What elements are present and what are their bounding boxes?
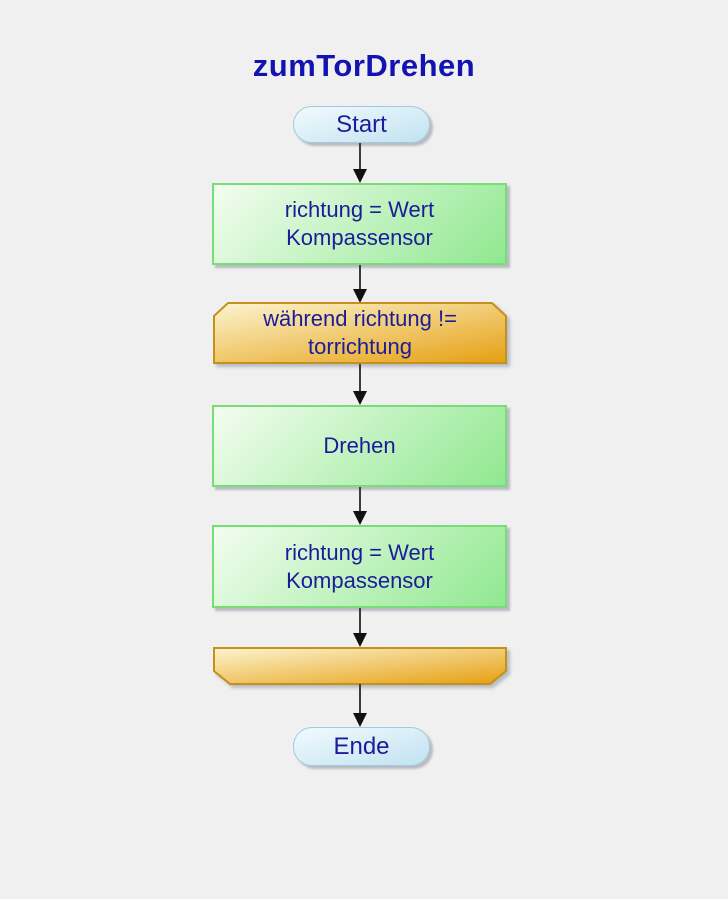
arrow-line xyxy=(359,487,361,513)
arrow-head-icon xyxy=(353,633,367,647)
arrow-line xyxy=(359,364,361,393)
flow-arrow-6 xyxy=(353,684,367,727)
loop-start-shape xyxy=(213,302,507,364)
arrow-line xyxy=(359,265,361,291)
node-loop-start[interactable]: während richtung != torrichtung xyxy=(213,302,507,364)
arrow-head-icon xyxy=(353,289,367,303)
node-start-terminal[interactable]: Start xyxy=(293,106,430,143)
flow-arrow-1 xyxy=(353,143,367,183)
arrow-head-icon xyxy=(353,169,367,183)
arrow-head-icon xyxy=(353,713,367,727)
node-end-terminal[interactable]: Ende xyxy=(293,727,430,766)
node-end-label: Ende xyxy=(333,732,390,760)
flow-arrow-5 xyxy=(353,608,367,647)
node-process-assign2[interactable]: richtung = Wert Kompassensor xyxy=(212,525,507,608)
arrow-head-icon xyxy=(353,511,367,525)
flow-arrow-3 xyxy=(353,364,367,405)
arrow-line xyxy=(359,143,361,171)
node-loop-start-label: während richtung != torrichtung xyxy=(263,306,457,359)
node-assign2-label: richtung = Wert Kompassensor xyxy=(284,539,435,593)
loop-end-shape xyxy=(213,647,507,685)
node-start-label: Start xyxy=(336,110,387,138)
arrow-line xyxy=(359,684,361,715)
flow-arrow-4 xyxy=(353,487,367,525)
node-assign1-label: richtung = Wert Kompassensor xyxy=(284,197,435,250)
arrow-head-icon xyxy=(353,391,367,405)
node-process-drehen[interactable]: Drehen xyxy=(212,405,507,487)
node-drehen-label: Drehen xyxy=(323,433,396,458)
arrow-line xyxy=(359,608,361,635)
flow-arrow-2 xyxy=(353,265,367,303)
node-process-assign1[interactable]: richtung = Wert Kompassensor xyxy=(212,183,507,265)
diagram-title: zumTorDrehen xyxy=(252,48,476,83)
node-loop-end[interactable] xyxy=(213,647,507,685)
